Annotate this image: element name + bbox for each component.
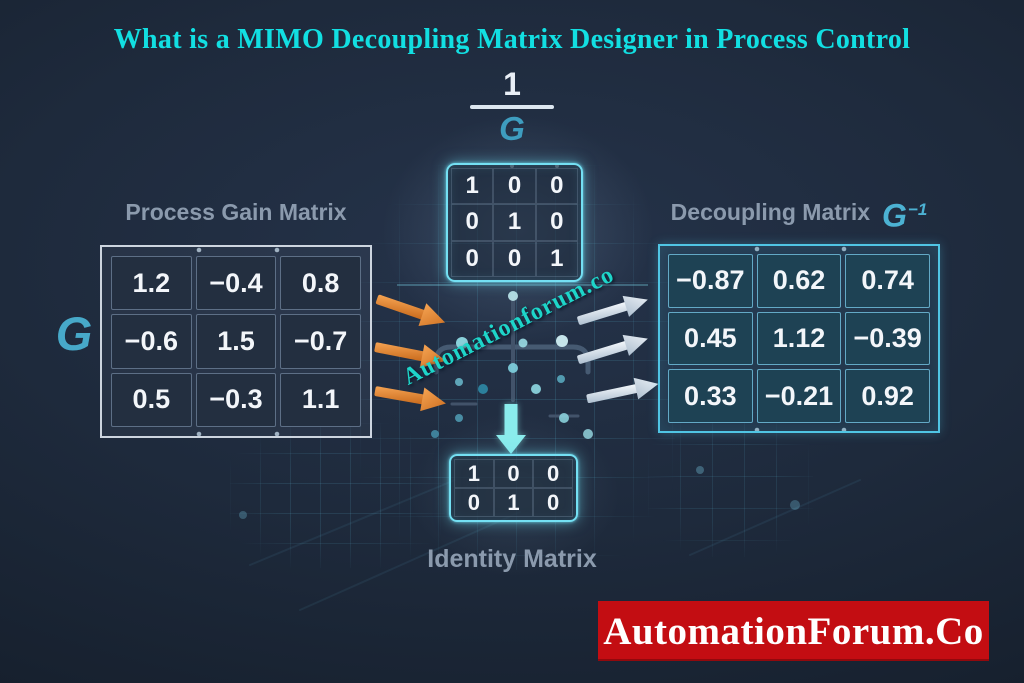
brand-banner: AutomationForum.Co [598,601,989,661]
decoupling-matrix: −0.87 0.62 0.74 0.45 1.12 −0.39 0.33 −0.… [658,244,940,433]
fraction-numerator: 1 [503,66,521,102]
matrix-cell: 1.2 [111,256,192,311]
matrix-cell: 0 [493,240,536,277]
one-over-g-formula: 1 G [452,66,572,148]
matrix-cell: 0 [533,459,573,488]
matrix-cell: 0 [454,488,494,517]
matrix-cell: 1 [493,488,534,517]
g-symbol: G [55,307,93,360]
matrix-cell: 0.74 [845,254,930,308]
matrix-cell: 0 [493,168,536,205]
matrix-cell: 0.45 [668,311,753,366]
matrix-cell: 0.33 [668,369,753,423]
matrix-cell: 0.92 [845,369,930,423]
matrix-cell: 0 [451,204,494,241]
matrix-cell: −0.6 [111,314,192,369]
tech-grid-bottom-right [648,412,813,557]
matrix-cell: −0.21 [756,369,842,423]
matrix-cell: 0 [533,488,573,517]
matrix-cell: 1 [451,168,494,205]
matrix-cell: 0.8 [280,256,361,311]
identity-matrix: 1 0 0 0 1 0 [449,454,578,522]
matrix-cell: −0.4 [195,256,277,311]
inverse-result-matrix: 1 0 0 0 1 0 0 0 1 [446,163,583,282]
matrix-cell: 0.5 [111,372,192,427]
fraction-bar [470,104,554,109]
matrix-cell: 0 [535,168,578,205]
matrix-cell: 1.1 [280,372,361,427]
process-gain-matrix-label: Process Gain Matrix [125,199,347,225]
matrix-cell: 0 [451,240,494,277]
matrix-cell: 1.12 [756,311,842,366]
matrix-cell: 1 [535,240,578,277]
matrix-cell: −0.3 [195,372,277,427]
page-title: What is a MIMO Decoupling Matrix Designe… [113,24,911,55]
matrix-cell: −0.7 [280,314,361,369]
g-inverse-symbol: G−1 [882,197,928,234]
matrix-cell: −0.87 [668,254,753,308]
inverse-to-decoupling-arrow-3 [586,377,659,404]
brand-banner-text: AutomationForum.Co [603,609,984,653]
matrix-cell: −0.39 [845,311,930,366]
matrix-cell: 0 [493,459,534,488]
matrix-cell: 0.62 [756,254,842,308]
process-gain-matrix: 1.2 −0.4 0.8 −0.6 1.5 −0.7 0.5 −0.3 1.1 [100,245,372,438]
matrix-cell: 1.5 [195,314,277,369]
fraction-denominator: G [499,109,525,147]
matrix-cell: 0 [535,204,578,241]
matrix-cell: 1 [454,459,494,488]
decoupling-label-text: Decoupling Matrix [670,199,871,225]
identity-matrix-label: Identity Matrix [427,545,597,573]
decoupling-matrix-label: Decoupling Matrix G−1 [648,195,950,234]
matrix-cell: 1 [493,204,536,241]
